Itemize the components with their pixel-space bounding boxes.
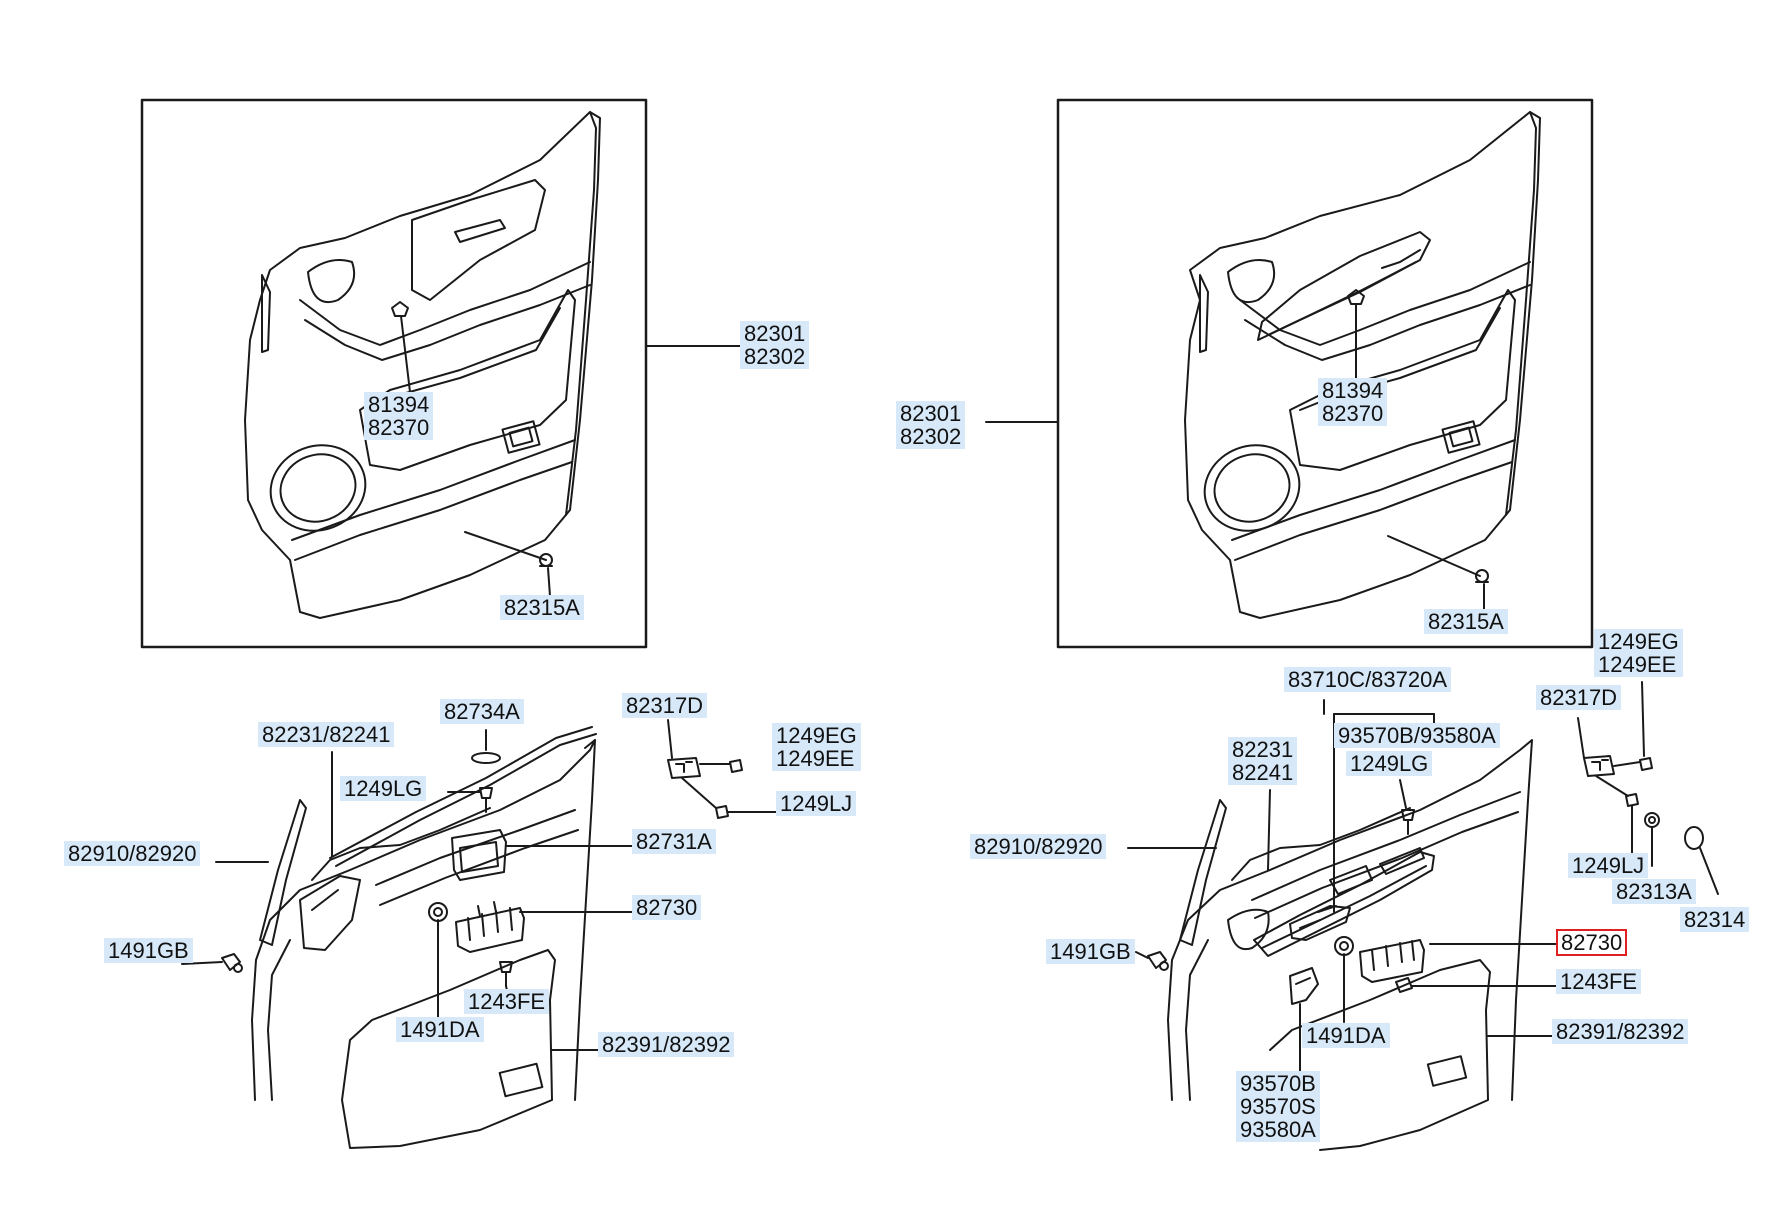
callout-line: 82370 bbox=[368, 415, 430, 440]
callout-line: 82301 bbox=[744, 321, 806, 346]
callout-line: 82391/82392 bbox=[602, 1032, 731, 1057]
callout-82391-82392-right[interactable]: 82391/82392 bbox=[1552, 1019, 1689, 1044]
callout-line: 82313A bbox=[1616, 879, 1692, 904]
callout-line: 82301 bbox=[900, 401, 962, 426]
callout-line: 82734A bbox=[444, 699, 520, 724]
callout-line: 81394 bbox=[1322, 378, 1384, 403]
callout-line: 1249LG bbox=[344, 776, 423, 801]
callout-82731a[interactable]: 82731A bbox=[632, 829, 716, 854]
callout-1491gb-right[interactable]: 1491GB bbox=[1046, 939, 1135, 964]
callout-line: 82730 bbox=[636, 895, 698, 920]
callout-line: 1249EE bbox=[776, 746, 855, 771]
callout-line: 82302 bbox=[744, 344, 806, 369]
callout-line: 1249LJ bbox=[780, 791, 853, 816]
callout-line: 82314 bbox=[1684, 907, 1746, 932]
callout-top-left-82301-82302[interactable]: 82301 82302 bbox=[740, 321, 810, 369]
callout-1243fe[interactable]: 1243FE bbox=[464, 989, 550, 1014]
callout-line: 82317D bbox=[1540, 685, 1618, 710]
callout-1249lg[interactable]: 1249LG bbox=[340, 776, 427, 801]
callout-top-right-81394-82370[interactable]: 81394 82370 bbox=[1318, 378, 1388, 426]
callout-line: 1491DA bbox=[400, 1017, 480, 1042]
callout-line: 1491DA bbox=[1306, 1023, 1386, 1048]
callout-82314[interactable]: 82314 bbox=[1680, 907, 1750, 932]
callout-line: 83710C/83720A bbox=[1288, 667, 1448, 692]
callout-top-right-82301-82302[interactable]: 82301 82302 bbox=[896, 401, 966, 449]
callout-82910-82920[interactable]: 82910/82920 bbox=[64, 841, 201, 866]
callout-line: 93580A bbox=[1240, 1117, 1316, 1142]
callout-line: 1249EE bbox=[1598, 652, 1677, 677]
callout-line: 82910/82920 bbox=[68, 841, 197, 866]
callout-top-right-82315a[interactable]: 82315A bbox=[1424, 609, 1508, 634]
callout-line: 1249EG bbox=[776, 723, 857, 748]
callout-line: 93570S bbox=[1240, 1094, 1316, 1119]
bottom-right-trim-components bbox=[1127, 681, 1719, 1151]
callout-82231-82241[interactable]: 82231/82241 bbox=[258, 722, 395, 747]
callout-82317d-right[interactable]: 82317D bbox=[1536, 685, 1622, 710]
callout-line: 93570B bbox=[1240, 1071, 1316, 1096]
callout-83710c-83720a[interactable]: 83710C/83720A bbox=[1284, 667, 1452, 692]
callout-top-left-81394-82370[interactable]: 81394 82370 bbox=[364, 392, 434, 440]
callout-line: 82370 bbox=[1322, 401, 1384, 426]
callout-line: 82231/82241 bbox=[262, 722, 391, 747]
callout-line: 82730 bbox=[1561, 930, 1623, 955]
callout-93570b-93580a[interactable]: 93570B/93580A bbox=[1334, 723, 1500, 748]
callout-line: 82317D bbox=[626, 693, 704, 718]
callout-line: 1243FE bbox=[468, 989, 546, 1014]
top-right-door-trim-assembly bbox=[985, 98, 1594, 649]
callout-82317d[interactable]: 82317D bbox=[622, 693, 708, 718]
callout-82910-82920-right[interactable]: 82910/82920 bbox=[970, 834, 1107, 859]
callout-1491da[interactable]: 1491DA bbox=[396, 1017, 484, 1042]
callout-line: 93570B/93580A bbox=[1338, 723, 1496, 748]
callout-82231-82241-right[interactable]: 82231 82241 bbox=[1228, 737, 1298, 785]
callout-line: 82231 bbox=[1232, 737, 1294, 762]
callout-1249eg-1249ee[interactable]: 1249EG 1249EE bbox=[772, 723, 861, 771]
callout-1249eg-1249ee-right[interactable]: 1249EG 1249EE bbox=[1594, 629, 1683, 677]
callout-line: 82910/82920 bbox=[974, 834, 1103, 859]
callout-line: 82315A bbox=[504, 595, 580, 620]
callout-line: 1243FE bbox=[1560, 969, 1638, 994]
top-left-door-trim-assembly bbox=[140, 98, 741, 649]
callout-line: 81394 bbox=[368, 392, 430, 417]
callout-1243fe-right[interactable]: 1243FE bbox=[1556, 969, 1642, 994]
callout-1491gb[interactable]: 1491GB bbox=[104, 938, 193, 963]
callout-93570b-93570s-93580a[interactable]: 93570B 93570S 93580A bbox=[1236, 1071, 1320, 1142]
callout-82391-82392[interactable]: 82391/82392 bbox=[598, 1032, 735, 1057]
callout-line: 1491GB bbox=[1050, 939, 1131, 964]
callout-line: 82731A bbox=[636, 829, 712, 854]
callout-line: 1249LJ bbox=[1572, 853, 1645, 878]
callout-82734a[interactable]: 82734A bbox=[440, 699, 524, 724]
callout-1249lj-right[interactable]: 1249LJ bbox=[1568, 853, 1649, 878]
bottom-left-trim-components bbox=[181, 719, 779, 1149]
callout-line: 1491GB bbox=[108, 938, 189, 963]
callout-1249lg-right[interactable]: 1249LG bbox=[1346, 751, 1433, 776]
callout-line: 82241 bbox=[1232, 760, 1294, 785]
callout-82730[interactable]: 82730 bbox=[632, 895, 702, 920]
callout-82313a[interactable]: 82313A bbox=[1612, 879, 1696, 904]
callout-82730-selected[interactable]: 82730 bbox=[1556, 929, 1628, 956]
callout-line: 1249LG bbox=[1350, 751, 1429, 776]
callout-line: 1249EG bbox=[1598, 629, 1679, 654]
callout-line: 82302 bbox=[900, 424, 962, 449]
callout-1491da-right[interactable]: 1491DA bbox=[1302, 1023, 1390, 1048]
callout-line: 82391/82392 bbox=[1556, 1019, 1685, 1044]
callout-top-left-82315a[interactable]: 82315A bbox=[500, 595, 584, 620]
callout-line: 82315A bbox=[1428, 609, 1504, 634]
callout-1249lj[interactable]: 1249LJ bbox=[776, 791, 857, 816]
